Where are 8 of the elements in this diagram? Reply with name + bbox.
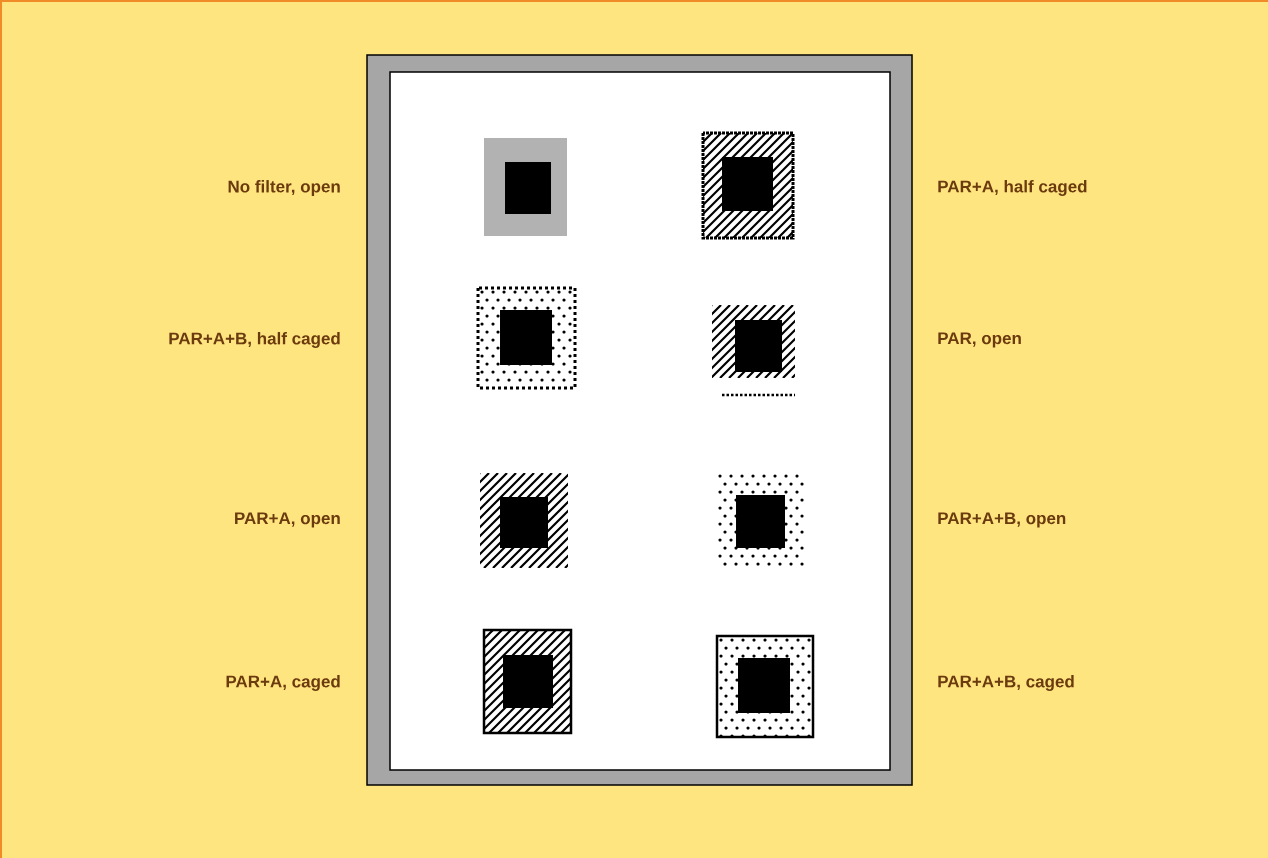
treatment-label: PAR+A, open [235,512,340,528]
treatment-label: PAR+A+B, half caged [169,332,340,348]
treatment-label: PAR+A, half caged [938,180,1087,196]
treatment-label: PAR, open [938,332,1021,348]
treatment-label: PAR+A, caged [226,675,340,691]
treatment-label: PAR+A+B, open [938,512,1066,528]
treatment-label: PAR+A+B, caged [938,675,1074,691]
treatment-label: No filter, open [228,180,340,196]
